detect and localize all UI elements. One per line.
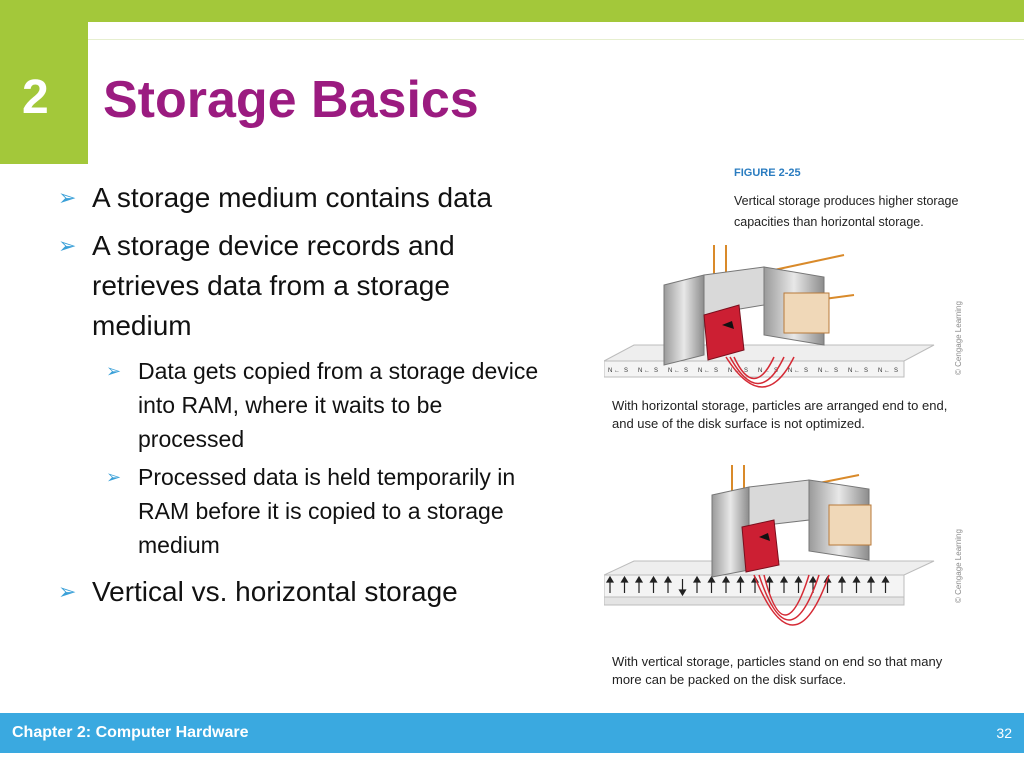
particle-arrowhead bbox=[837, 575, 847, 583]
particle-arrowhead bbox=[794, 575, 803, 583]
figure-description: Vertical storage produces higher storage… bbox=[734, 194, 959, 229]
top-accent-bar bbox=[0, 0, 1024, 22]
bullet-arrow-icon: ➢ bbox=[106, 467, 122, 487]
particle-label: N ← bbox=[638, 368, 650, 374]
sub-bullet-item: ➢ Processed data is held temporarily in … bbox=[106, 460, 548, 562]
sub-bullet-item: ➢ Data gets copied from a storage device… bbox=[106, 354, 548, 456]
bullet-text: A storage device records and retrieves d… bbox=[92, 230, 455, 341]
particle-arrowhead bbox=[852, 575, 861, 583]
sub-bullet-text: Processed data is held temporarily in RA… bbox=[138, 464, 516, 558]
vertical-caption: With vertical storage, particles stand o… bbox=[612, 654, 943, 687]
particle-arrowhead bbox=[692, 575, 702, 583]
particle-label: N ← bbox=[728, 368, 740, 374]
particle-label: N ← bbox=[788, 368, 800, 374]
particle-label: S bbox=[624, 368, 628, 374]
storage-figure: FIGURE 2-25 Vertical storage produces hi… bbox=[604, 165, 964, 695]
copyright-text: © Cengage Learning bbox=[954, 529, 963, 603]
footer-chapter: Chapter 2: Computer Hardware bbox=[12, 724, 249, 741]
bullet-text: Vertical vs. horizontal storage bbox=[92, 576, 458, 607]
particle-arrowhead bbox=[605, 575, 615, 583]
particle-arrowhead bbox=[881, 575, 890, 583]
particle-arrowhead bbox=[649, 575, 658, 583]
particle-arrowhead bbox=[663, 575, 673, 583]
sub-bullet-text: Data gets copied from a storage device i… bbox=[138, 358, 539, 452]
particle-arrowhead bbox=[721, 575, 731, 583]
chapter-number: 2 bbox=[22, 71, 49, 124]
slide-title: Storage Basics bbox=[103, 71, 479, 129]
particle-label: S bbox=[654, 368, 658, 374]
particle-label: N ← bbox=[818, 368, 830, 374]
particle-arrowhead bbox=[866, 575, 876, 583]
footer-bar: Chapter 2: Computer Hardware 32 bbox=[0, 713, 1024, 753]
particle-label: S bbox=[714, 368, 718, 374]
particle-label: N ← bbox=[608, 368, 620, 374]
particle-arrowhead bbox=[620, 575, 629, 583]
figure-label: FIGURE 2-25 bbox=[734, 167, 801, 179]
bullet-arrow-icon: ➢ bbox=[58, 185, 77, 210]
particle-arrowhead bbox=[808, 575, 818, 583]
chapter-block: 2 bbox=[0, 22, 88, 164]
particle-arrowhead bbox=[736, 575, 745, 583]
page-number: 32 bbox=[996, 725, 1012, 741]
horizontal-caption: With horizontal storage, particles are a… bbox=[612, 398, 948, 431]
particle-label: N ← bbox=[668, 368, 680, 374]
particle-label: S bbox=[834, 368, 838, 374]
bullet-item: ➢ A storage device records and retrieves… bbox=[58, 226, 548, 346]
footer-bottom-strip bbox=[0, 753, 1024, 768]
particle-label: S bbox=[684, 368, 688, 374]
copyright-text: © Cengage Learning bbox=[954, 301, 963, 375]
particle-arrowhead bbox=[765, 575, 774, 583]
particle-label: S bbox=[864, 368, 868, 374]
particle-label: S bbox=[744, 368, 748, 374]
particle-label: S bbox=[894, 368, 898, 374]
bullet-item: ➢ Vertical vs. horizontal storage bbox=[58, 572, 548, 612]
particle-label: N ← bbox=[878, 368, 890, 374]
bullet-arrow-icon: ➢ bbox=[58, 579, 77, 604]
particle-arrowhead bbox=[779, 575, 789, 583]
particle-label: N ← bbox=[758, 368, 770, 374]
bullet-list: ➢ A storage medium contains data ➢ A sto… bbox=[58, 178, 548, 620]
particle-label: S bbox=[804, 368, 808, 374]
bullet-arrow-icon: ➢ bbox=[106, 361, 122, 381]
particle-arrowhead bbox=[678, 589, 687, 597]
bullet-item: ➢ A storage medium contains data bbox=[58, 178, 548, 218]
particle-label: N ← bbox=[698, 368, 710, 374]
bullet-text: A storage medium contains data bbox=[92, 182, 493, 213]
particle-arrowhead bbox=[634, 575, 644, 583]
bullet-arrow-icon: ➢ bbox=[58, 233, 77, 258]
top-divider bbox=[88, 22, 1024, 40]
particle-arrowhead bbox=[707, 575, 716, 583]
vertical-storage-illustration bbox=[604, 465, 935, 626]
particle-label: N ← bbox=[848, 368, 860, 374]
